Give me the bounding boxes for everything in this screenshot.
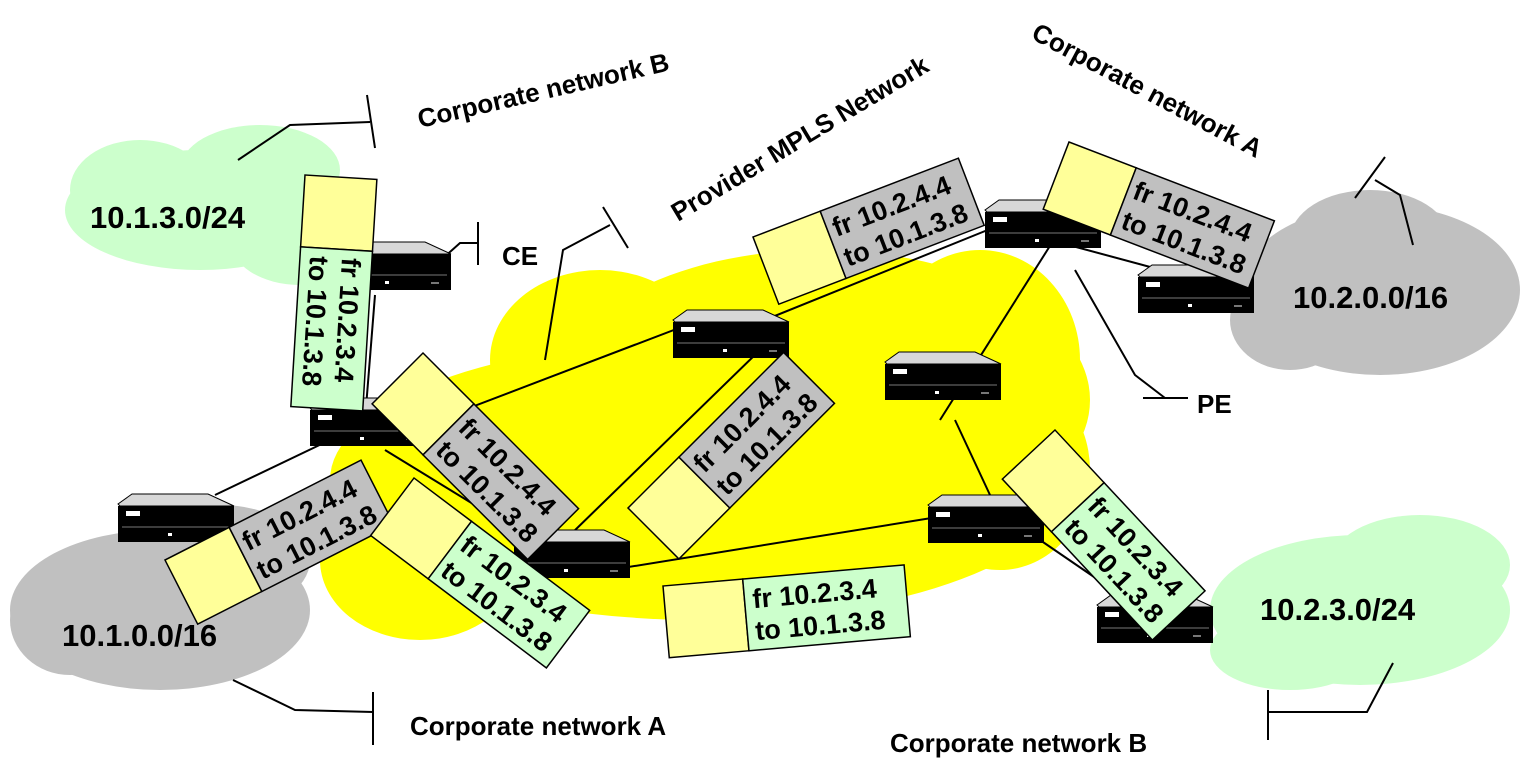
subnet-10-1-3-0: 10.1.3.0/24: [90, 200, 246, 235]
label-corporate-network-b-top: Corporate network B: [415, 47, 672, 134]
label-corporate-network-a-bottom: Corporate network A: [410, 711, 666, 741]
cloud-10-2-0-0: [1230, 190, 1520, 375]
label-pe: PE: [1197, 389, 1232, 419]
cloud-10-2-3-0: [1210, 515, 1510, 690]
router-icon: [884, 351, 1002, 401]
packet-p1: fr 10.2.3.4 to 10.1.3.8: [290, 174, 378, 412]
label-corporate-network-a-top: Corporate network A: [1027, 17, 1267, 164]
subnet-10-2-3-0: 10.2.3.0/24: [1260, 592, 1416, 627]
subnet-10-2-0-0: 10.2.0.0/16: [1293, 280, 1448, 315]
label-ce: CE: [502, 241, 538, 271]
packet-p8: fr 10.2.3.4 to 10.1.3.8: [662, 564, 912, 659]
subnet-10-1-0-0: 10.1.0.0/16: [62, 618, 217, 653]
router-icon: [672, 309, 790, 359]
label-corporate-network-b-bottom: Corporate network B: [890, 728, 1147, 758]
